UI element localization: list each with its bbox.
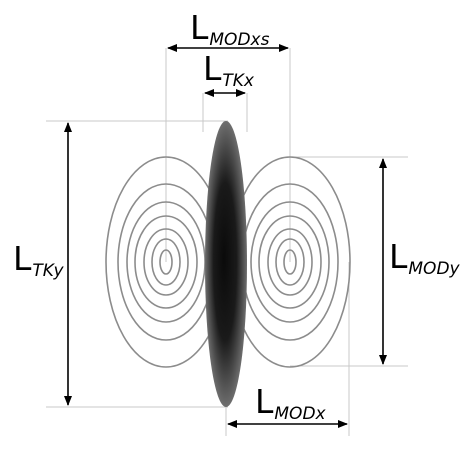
- right-contour-lines: [229, 156, 351, 368]
- label-l-tky: LTKy: [13, 239, 64, 281]
- label-l-mody: LMODy: [389, 237, 461, 279]
- core-ellipse: [205, 121, 247, 407]
- guide-lines: [46, 48, 408, 436]
- label-l-tkx: LTKx: [203, 49, 255, 91]
- dimension-arrows: [64, 44, 387, 428]
- label-l-modx: LMODx: [255, 382, 327, 424]
- label-l-modxs: LMODxs: [190, 8, 270, 50]
- left-contour-lines: [105, 156, 227, 368]
